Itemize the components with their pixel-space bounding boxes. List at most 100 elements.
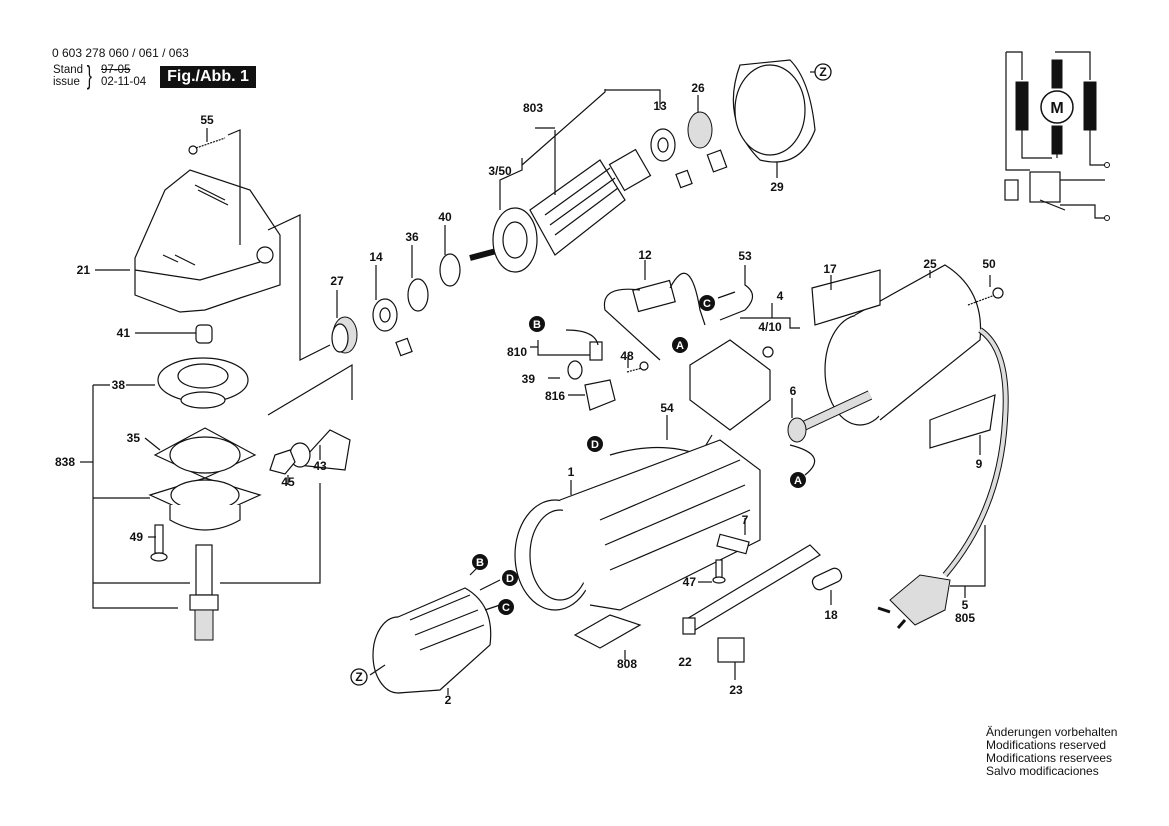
label-48: 48 — [620, 349, 634, 363]
gasket-35 — [153, 427, 257, 479]
label-47: 47 — [683, 575, 697, 589]
armature-803 — [469, 148, 652, 273]
switch-rod-22 — [682, 544, 821, 635]
nut-45 — [269, 449, 296, 475]
svg-text:C: C — [502, 602, 510, 614]
label-39: 39 — [522, 372, 536, 386]
stator-2 — [372, 587, 492, 694]
brush-top — [1051, 59, 1063, 89]
label-41: 41 — [117, 326, 131, 340]
label-36: 36 — [405, 230, 419, 244]
part-labels: 55 21 41 38 35 838 49 27 14 36 40 45 43 … — [55, 81, 996, 707]
label-17: 17 — [823, 262, 837, 276]
footer-notes: Änderungen vorbehalten Modifications res… — [986, 726, 1117, 778]
connector-c-stator: C — [498, 599, 514, 615]
motor-cover-25 — [824, 264, 982, 426]
label-49: 49 — [130, 530, 144, 544]
circlip-40 — [439, 253, 461, 287]
connector-a-switch: A — [672, 337, 688, 353]
label-18: 18 — [824, 608, 838, 622]
stand-issue-labels: Stand issue — [53, 64, 83, 88]
brush-bottom — [1051, 125, 1063, 155]
label-12: 12 — [638, 248, 652, 262]
svg-text:B: B — [533, 319, 541, 331]
needle-sleeve-27 — [331, 316, 358, 354]
label-21: 21 — [77, 263, 91, 277]
connector-b-brush: B — [529, 316, 545, 332]
label-838: 838 — [55, 455, 75, 469]
label-3-50: 3/50 — [488, 164, 512, 178]
note-de: Änderungen vorbehalten — [986, 725, 1118, 739]
switch-knob-23 — [717, 637, 745, 663]
svg-text:D: D — [591, 439, 599, 451]
label-13: 13 — [653, 99, 667, 113]
label-43: 43 — [313, 459, 327, 473]
connector-c-switch: C — [699, 295, 715, 311]
issue-label: issue — [53, 76, 80, 88]
bearing-flange — [148, 477, 262, 531]
clip-7 — [716, 533, 750, 555]
needle-sleeve-26 — [687, 111, 713, 149]
svg-text:A: A — [794, 475, 802, 487]
svg-text:Z: Z — [355, 670, 362, 684]
label-1: 1 — [568, 465, 575, 479]
label-4-10: 4/10 — [758, 320, 782, 334]
connector-d-cable: D — [587, 436, 603, 452]
label-22: 22 — [678, 655, 692, 669]
switch-4 — [689, 339, 771, 431]
label-2: 2 — [445, 693, 452, 707]
label-14: 14 — [369, 250, 383, 264]
label-808 — [573, 614, 642, 649]
label-4: 4 — [777, 289, 784, 303]
connector-b-stator: B — [472, 554, 488, 570]
label-803: 803 — [523, 101, 543, 115]
label-29: 29 — [770, 180, 784, 194]
issue-date: 02-11-04 — [101, 76, 147, 88]
screw-4-10 — [762, 346, 774, 358]
stand-date: 97-05 — [101, 64, 131, 76]
dates: 97-05 02-11-04 — [101, 64, 146, 88]
field-coil-left — [1015, 81, 1029, 131]
label-805: 805 — [955, 611, 975, 625]
connector-d-stator: D — [502, 570, 518, 586]
spring-18 — [811, 567, 843, 591]
label-6: 6 — [790, 384, 797, 398]
note-fr: Modifications reservees — [986, 751, 1113, 765]
svg-text:C: C — [703, 298, 711, 310]
stand-label: Stand — [53, 64, 84, 76]
note-en: Modifications reserved — [986, 738, 1107, 752]
label-54: 54 — [660, 401, 674, 415]
bevel-gear-38 — [157, 357, 249, 409]
label-40: 40 — [438, 210, 452, 224]
ball-bearing-14 — [372, 298, 398, 332]
label-35: 35 — [127, 431, 141, 445]
svg-text:B: B — [476, 557, 484, 569]
label-38: 38 — [112, 378, 126, 392]
label-45: 45 — [281, 475, 295, 489]
ring-36 — [407, 278, 429, 312]
spindle — [189, 544, 219, 641]
label-810: 810 — [507, 345, 527, 359]
label-25: 25 — [923, 257, 937, 271]
svg-text:Z: Z — [819, 65, 826, 79]
carbon-brush — [589, 341, 603, 361]
screw-49 — [150, 524, 168, 562]
label-23: 23 — [729, 683, 743, 697]
motor-housing-1 — [514, 439, 761, 611]
label-9: 9 — [976, 457, 983, 471]
part-numbers: 0 603 278 060 / 061 / 063 — [52, 46, 189, 60]
connector-z-endshield: Z — [814, 63, 832, 81]
label-816: 816 — [545, 389, 565, 403]
bush-41 — [195, 324, 213, 344]
gear-housing-cover-21 — [134, 169, 281, 313]
label-26: 26 — [691, 81, 705, 95]
label-808: 808 — [617, 657, 637, 671]
label-5: 5 — [962, 598, 969, 612]
interference-capacitor-12 — [603, 272, 706, 361]
ball-bearing-13 — [650, 128, 676, 162]
label-27: 27 — [330, 274, 344, 288]
label-9 — [929, 394, 996, 449]
plug-805 — [877, 574, 951, 629]
note-es: Salvo modificaciones — [986, 764, 1099, 778]
